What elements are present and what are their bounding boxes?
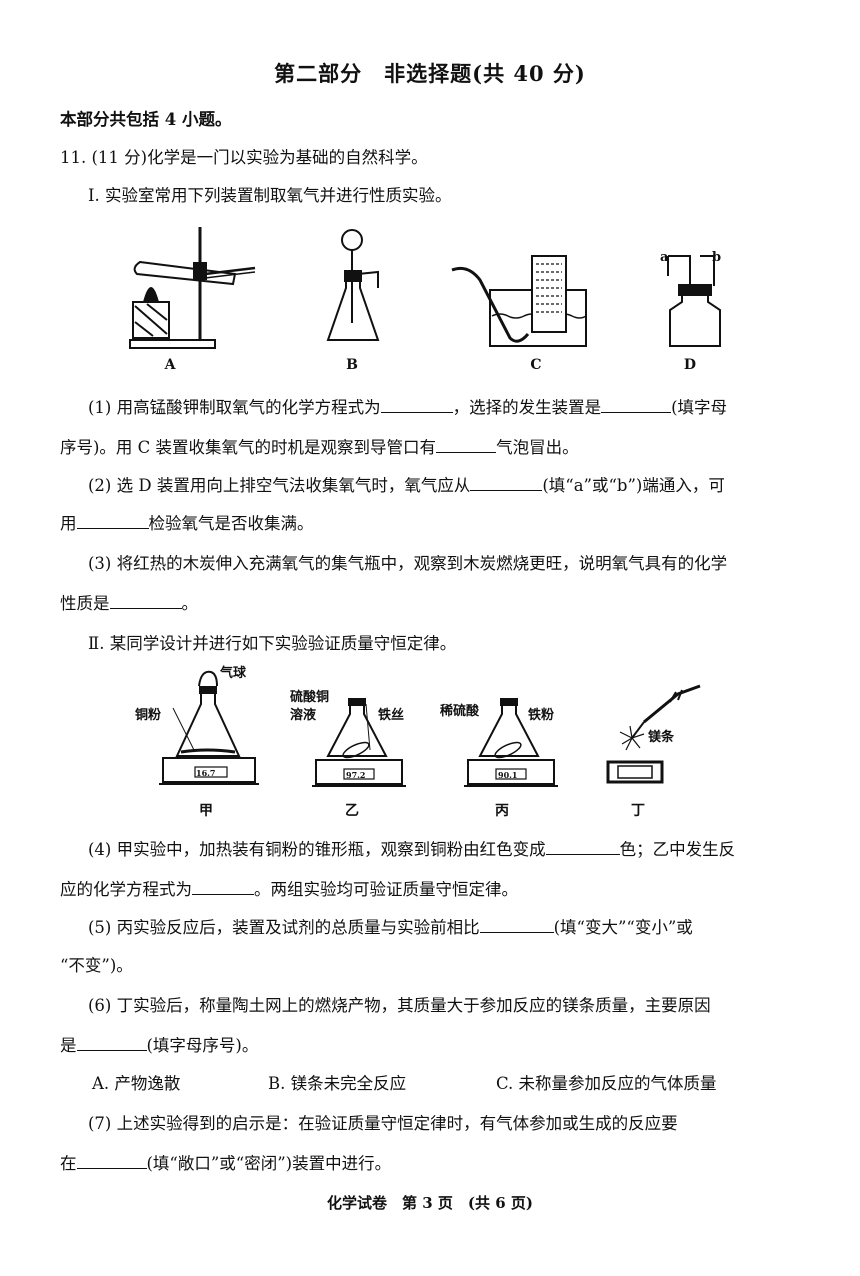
question-4-line-1: (4) 甲实验中，加热装有铜粉的锥形瓶，观察到铜粉由红色变成色；乙中发生反 <box>88 840 736 859</box>
experiment-yi-diagram <box>312 698 406 787</box>
question-1-line-1: (1) 用高锰酸钾制取氧气的化学方程式为，选择的发生装置是(填字母 <box>88 398 728 417</box>
question-11-head: 11. (11 分)化学是一门以实验为基础的自然科学。 <box>60 148 428 167</box>
part-1-heading: Ⅰ. 实验室常用下列装置制取氧气并进行性质实验。 <box>88 186 452 205</box>
apparatus-b-label: B <box>346 357 358 373</box>
answer-blank[interactable] <box>545 840 620 855</box>
question-5-line-1: (5) 丙实验反应后，装置及试剂的总质量与实验前相比(填“变大”“变小”或 <box>88 918 693 937</box>
option-c: C. 未称量参加反应的气体质量 <box>496 1074 717 1093</box>
experiment-jia-diagram <box>159 670 259 785</box>
apparatus-a-label: A <box>164 357 176 373</box>
iron-wire-label: 铁丝 <box>378 708 405 723</box>
answer-blank[interactable] <box>601 398 672 413</box>
question-7-line-1: (7) 上述实验得到的启示是：在验证质量守恒定律时，有气体参加或生成的反应要 <box>88 1114 678 1133</box>
apparatus-d-diagram <box>667 255 721 347</box>
question-2-line-2: 用检验氧气是否收集满。 <box>60 514 314 533</box>
question-4-line-2: 应的化学方程式为。两组实验均可验证质量守恒定律。 <box>60 880 518 899</box>
answer-blank[interactable] <box>192 880 254 895</box>
apparatus-a-diagram <box>129 227 256 349</box>
answer-blank[interactable] <box>436 438 497 453</box>
port-a-label: a <box>660 250 669 265</box>
question-5-line-2: “不变”)。 <box>60 956 133 975</box>
answer-blank[interactable] <box>76 1154 147 1169</box>
experiment-bing-diagram <box>464 698 558 787</box>
option-b: B. 镁条未完全反应 <box>268 1074 407 1093</box>
question-6-line-1: (6) 丁实验后，称量陶土网上的燃烧产物，其质量大于参加反应的镁条质量，主要原因 <box>88 996 711 1015</box>
apparatus-c-diagram <box>451 255 587 347</box>
question-3-line-1: (3) 将红热的木炭伸入充满氧气的集气瓶中，观察到木炭燃烧更旺，说明氧气具有的化… <box>88 554 728 573</box>
page-footer: 化学试卷 第 3 页 (共 6 页) <box>327 1194 533 1212</box>
answer-blank[interactable] <box>380 398 453 413</box>
answer-blank[interactable] <box>76 514 149 529</box>
answer-blank[interactable] <box>479 918 554 933</box>
scale-reading-jia: 16.7 <box>196 768 216 778</box>
experiment-bing-label: 丙 <box>495 803 509 819</box>
iron-powder-label: 铁粉 <box>528 708 555 723</box>
answer-blank[interactable] <box>76 1036 147 1051</box>
scale-reading-yi: 97.2 <box>346 770 366 780</box>
question-7-line-2: 在(填“敞口”或“密闭”)装置中进行。 <box>60 1154 392 1173</box>
port-b-label: b <box>712 250 722 265</box>
apparatus-c-label: C <box>530 357 542 373</box>
answer-blank[interactable] <box>470 476 543 491</box>
apparatus-b-diagram <box>326 229 380 341</box>
scale-reading-bing: 90.1 <box>498 770 518 780</box>
magnesium-ribbon-label: 镁条 <box>648 730 675 745</box>
dilute-acid-label: 稀硫酸 <box>440 704 480 719</box>
section-intro: 本部分共包括 4 小题。 <box>60 110 232 129</box>
section-title: 第二部分 非选择题(共 40 分) <box>274 61 586 86</box>
experiment-yi-label: 乙 <box>345 803 359 819</box>
experiment-ding-diagram <box>606 684 701 784</box>
question-2-line-1: (2) 选 D 装置用向上排空气法收集氧气时，氧气应从(填“a”或“b”)端通入… <box>88 476 725 495</box>
question-1-line-2: 序号)。用 C 装置收集氧气的时机是观察到导管口有气泡冒出。 <box>60 438 579 457</box>
experiment-ding-label: 丁 <box>631 803 645 819</box>
question-6-line-2: 是(填字母序号)。 <box>60 1036 259 1055</box>
option-a: A. 产物逸散 <box>92 1074 181 1093</box>
question-3-line-2: 性质是。 <box>60 594 198 613</box>
copper-sulfate-label-line-1: 硫酸铜 <box>290 690 330 705</box>
experiment-jia-label: 甲 <box>199 803 213 819</box>
part-2-heading: Ⅱ. 某同学设计并进行如下实验验证质量守恒定律。 <box>88 634 457 653</box>
apparatus-d-label: D <box>683 357 697 373</box>
copper-sulfate-label-line-2: 溶液 <box>290 708 317 723</box>
answer-blank[interactable] <box>109 594 182 609</box>
balloon-label: 气球 <box>220 666 247 681</box>
copper-powder-label: 铜粉 <box>135 708 162 723</box>
